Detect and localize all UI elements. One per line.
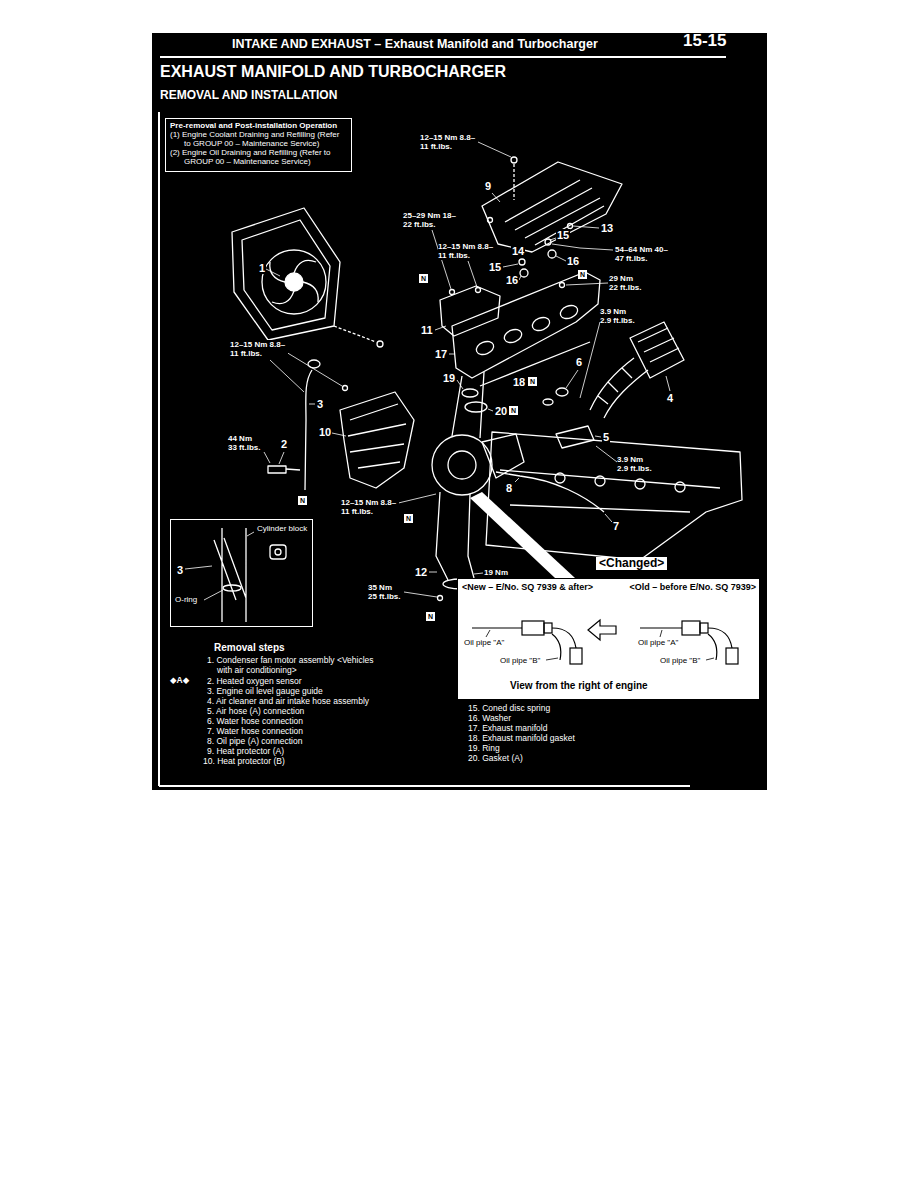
note-heading: Pre-removal and Post-installation Operat… [170, 122, 347, 131]
version-heading: <New – E/No. SQ 7939 & after> [462, 582, 602, 592]
torque-spec: 29 Nm 22 ft.lbs. [609, 274, 644, 292]
replace-part-mark: N [426, 612, 435, 621]
replace-part-mark: N [298, 496, 307, 505]
detail-inset-box: Cylinder block 3O-ring [170, 519, 313, 627]
version-heading: <Old – before E/No. SQ 7939> [618, 582, 756, 592]
page-title: EXHAUST MANIFOLD AND TURBOCHARGER [160, 63, 506, 81]
callout-number: 14 [511, 245, 525, 257]
torque-spec: 44 Nm 33 ft.lbs. [228, 434, 263, 452]
change-inset-box: <Changed><New – E/No. SQ 7939 & after><O… [457, 578, 760, 700]
callout-number: 16 [505, 274, 519, 286]
callout-number: 12 [414, 566, 428, 578]
callout-number: 3 [177, 564, 183, 576]
replace-part-mark: N [509, 406, 518, 415]
part-name: Oil pipe "A" [464, 639, 504, 648]
leader-lines [185, 142, 670, 600]
removal-step: 6. Water hose connection [207, 716, 303, 726]
removal-step: 9. Heat protector (A) [207, 746, 284, 756]
removal-step: 10. Heat protector (B) [203, 756, 285, 766]
header-text: INTAKE AND EXHAUST – Exhaust Manifold an… [232, 38, 598, 52]
removal-step: 18. Exhaust manifold gasket [468, 733, 575, 743]
callout-number: 11 [420, 324, 434, 336]
callout-number: 18 [512, 376, 526, 388]
callout-number: 3 [316, 398, 324, 410]
torque-spec: 54–64 Nm 40–47 ft.lbs. [615, 245, 673, 263]
page-panel [152, 33, 767, 790]
torque-spec: 3.9 Nm 2.9 ft.lbs. [617, 455, 655, 473]
callout-number: 7 [612, 520, 620, 532]
callout-number: 13 [600, 222, 614, 234]
torque-spec: 35 Nm 25 ft.lbs. [368, 583, 403, 601]
removal-step: 2. Heated oxygen sensor [207, 676, 302, 686]
replace-part-mark: N [419, 274, 428, 283]
view-note: View from the right of engine [510, 680, 648, 691]
callout-number: 20 [494, 405, 508, 417]
replace-part-mark: N [528, 377, 537, 386]
removal-step: 19. Ring [468, 743, 500, 753]
callout-beam [470, 492, 575, 578]
callout-number: 16 [566, 255, 580, 267]
inset-ground [457, 578, 760, 700]
part-name: O-ring [175, 596, 197, 605]
callout-number: 15 [556, 229, 570, 241]
torque-spec: 12–15 Nm 8.8–11 ft.lbs. [438, 242, 496, 260]
removal-step: 1. Condenser fan motor assembly <Vehicle… [207, 655, 377, 675]
torque-spec: 12–15 Nm 8.8–11 ft.lbs. [230, 340, 288, 358]
replace-part-mark: N [578, 270, 587, 279]
torque-spec: 3.9 Nm 2.9 ft.lbs. [600, 307, 638, 325]
callout-number: 9 [484, 180, 492, 192]
exploded-view [214, 157, 742, 622]
callout-number: 2 [280, 438, 288, 450]
callout-number: 15 [488, 261, 502, 273]
callout-number: 10 [318, 426, 332, 438]
section-subtitle: REMOVAL AND INSTALLATION [160, 89, 337, 102]
callout-number: 19 [442, 372, 456, 384]
callout-number: 8 [505, 482, 513, 494]
note-item: (1) Engine Coolant Draining and Refillin… [170, 131, 347, 149]
callout-number: 1 [258, 262, 266, 274]
note-box: Pre-removal and Post-installation Operat… [165, 118, 352, 172]
removal-step: 15. Coned disc spring [468, 703, 550, 713]
removal-step: 7. Water hose connection [207, 726, 303, 736]
callout-number: 17 [434, 348, 448, 360]
callout-number: 5 [602, 431, 610, 443]
torque-spec: 19 Nm [484, 568, 508, 577]
page-number: 15-15 [683, 32, 726, 51]
part-name: Cylinder block [257, 525, 309, 534]
removal-step: 5. Air hose (A) connection [207, 706, 304, 716]
removal-step: 16. Washer [468, 713, 511, 723]
note-item: (2) Engine Oil Draining and Refilling (R… [170, 149, 347, 167]
part-name: Oil pipe "B" [660, 657, 700, 666]
removal-step: 8. Oil pipe (A) connection [207, 736, 302, 746]
replace-part-mark: N [404, 514, 413, 523]
removal-step: 17. Exhaust manifold [468, 723, 547, 733]
callout-number: 4 [666, 392, 674, 404]
removal-step: 3. Engine oil level gauge guide [207, 686, 323, 696]
service-mark: ◆A◆ [170, 675, 189, 685]
removal-step: 20. Gasket (A) [468, 753, 523, 763]
torque-spec: 12–15 Nm 8.8–11 ft.lbs. [341, 498, 399, 516]
inset-heading: <Changed> [596, 557, 667, 570]
torque-spec: 25–29 Nm 18–22 ft.lbs. [403, 211, 461, 229]
removal-step: 4. Air cleaner and air intake hose assem… [207, 696, 369, 706]
part-name: Oil pipe "A" [638, 639, 678, 648]
steps-heading: Removal steps [214, 642, 285, 653]
callout-number: 6 [575, 356, 583, 368]
torque-spec: 12–15 Nm 8.8–11 ft.lbs. [420, 133, 478, 151]
part-name: Oil pipe "B" [500, 657, 540, 666]
